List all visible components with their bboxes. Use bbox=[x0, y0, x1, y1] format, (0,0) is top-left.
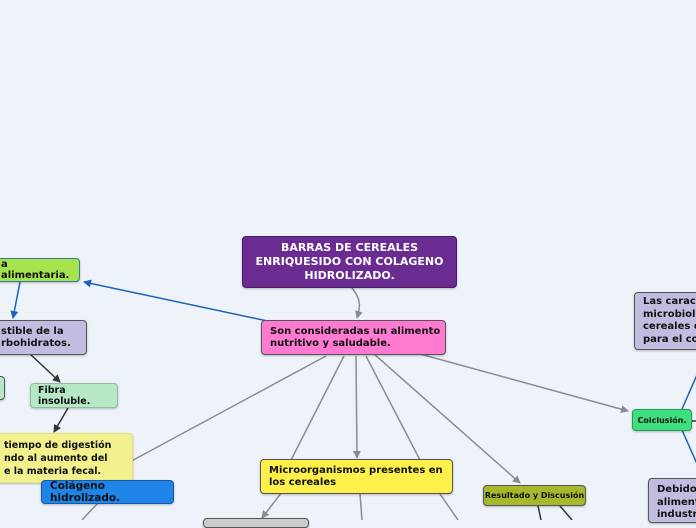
edge-main-colageno bbox=[99, 355, 327, 479]
conclusion-text: Coiclusión. bbox=[637, 415, 687, 425]
debido-node[interactable]: Debido aliment industri bbox=[648, 478, 696, 523]
edge-carbohidratos-insoluble bbox=[29, 353, 61, 383]
edge-main-microorganismos bbox=[352, 355, 361, 459]
edge-micro-child-right bbox=[439, 493, 459, 520]
edge-conclusion-debido bbox=[681, 429, 696, 464]
debido-text: Debido aliment industri bbox=[657, 484, 696, 520]
caracteristicas-node[interactable]: Las caract microbioló cereales d para el… bbox=[634, 292, 696, 350]
small-green-node[interactable] bbox=[0, 376, 5, 400]
fibra-insoluble-text: Fibra insoluble. bbox=[38, 384, 91, 407]
edge-main-resultado bbox=[373, 353, 521, 484]
edge-insoluble-digestion bbox=[53, 407, 69, 433]
edge-colageno-down bbox=[81, 502, 99, 520]
microorganismos-text: Microorganismos presentes en los cereale… bbox=[269, 464, 443, 488]
edge-fibra-carbohidratos bbox=[10, 281, 21, 319]
root-node-text: BARRAS DE CEREALES ENRIQUESIDO CON COLAG… bbox=[255, 241, 444, 282]
caracteristicas-text: Las caract microbioló cereales d para el… bbox=[643, 296, 696, 345]
edge-main-branch-right bbox=[365, 355, 421, 461]
edge-main-branch-left bbox=[289, 355, 345, 463]
digestion-node[interactable]: tiempo de digestión ndo al aumento del e… bbox=[0, 433, 133, 483]
edge-micro-child-left bbox=[261, 491, 283, 519]
fibra-insoluble-node[interactable]: Fibra insoluble. bbox=[30, 383, 118, 408]
main-node-text: Son consideradas un alimento nutritivo y… bbox=[270, 325, 441, 349]
microorganismos-node[interactable]: Microorganismos presentes en los cereale… bbox=[260, 459, 453, 494]
fibra-alimentaria-node[interactable]: a alimentaria. bbox=[0, 258, 80, 282]
carbohidratos-text: stible de la rbohidratos. bbox=[1, 325, 71, 349]
digestion-text: tiempo de digestión ndo al aumento del e… bbox=[4, 439, 112, 477]
edge-resultado-down-2 bbox=[559, 505, 573, 520]
edge-main-fibra-alimentaria bbox=[83, 279, 273, 323]
edge-conclusion-caracteristicas bbox=[681, 375, 696, 410]
edge-micro-child-mid bbox=[359, 493, 363, 520]
resultado-text: Resultado y Discusión bbox=[484, 491, 585, 500]
edge-resultado-down-1 bbox=[537, 505, 542, 520]
fibra-alimentaria-text: a alimentaria. bbox=[1, 259, 70, 281]
colageno-text: Colágeno hidrolizado. bbox=[50, 480, 121, 504]
carbohidratos-node[interactable]: stible de la rbohidratos. bbox=[0, 320, 87, 355]
edge-main-conclusion bbox=[419, 353, 629, 414]
conclusion-node[interactable]: Coiclusión. bbox=[632, 409, 692, 431]
root-node[interactable]: BARRAS DE CEREALES ENRIQUESIDO CON COLAG… bbox=[242, 236, 457, 288]
main-node[interactable]: Son consideradas un alimento nutritivo y… bbox=[261, 320, 446, 355]
colageno-node[interactable]: Colágeno hidrolizado. bbox=[41, 480, 174, 504]
edge-root-main bbox=[351, 287, 363, 319]
resultado-node[interactable]: Resultado y Discusión bbox=[483, 485, 586, 506]
